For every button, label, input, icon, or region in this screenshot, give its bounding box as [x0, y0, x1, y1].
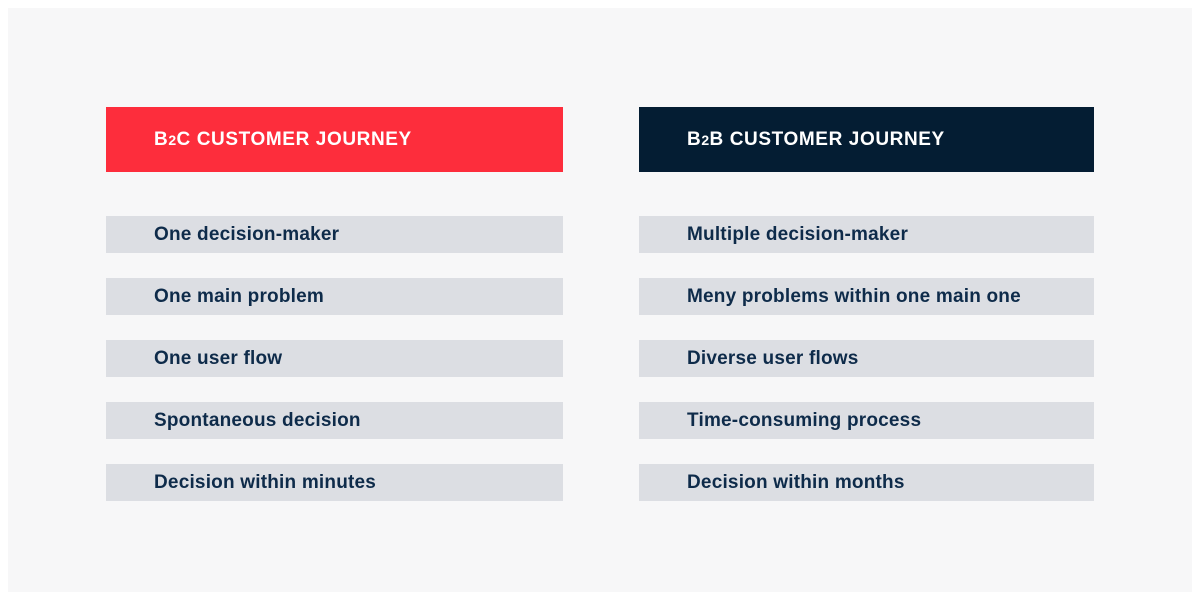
- b2c-title-small-2: 2: [168, 131, 177, 148]
- b2b-row-2: Meny problems within one main one: [639, 278, 1094, 315]
- b2c-row-4: Spontaneous decision: [106, 402, 563, 439]
- b2b-row-5: Decision within months: [639, 464, 1094, 501]
- b2b-rows: Multiple decision-maker Meny problems wi…: [639, 216, 1094, 501]
- b2c-column: B2C CUSTOMER JOURNEY One decision-maker …: [106, 107, 563, 501]
- b2b-title: B2B CUSTOMER JOURNEY: [687, 128, 945, 150]
- b2b-header: B2B CUSTOMER JOURNEY: [639, 107, 1094, 172]
- b2c-title: B2C CUSTOMER JOURNEY: [154, 128, 412, 150]
- b2c-rows: One decision-maker One main problem One …: [106, 216, 563, 501]
- b2b-row-3: Diverse user flows: [639, 340, 1094, 377]
- b2b-row-1: Multiple decision-maker: [639, 216, 1094, 253]
- b2c-row-5: Decision within minutes: [106, 464, 563, 501]
- b2b-title-small-2: 2: [701, 131, 710, 148]
- b2c-row-3: One user flow: [106, 340, 563, 377]
- b2b-column: B2B CUSTOMER JOURNEY Multiple decision-m…: [639, 107, 1094, 501]
- b2c-header: B2C CUSTOMER JOURNEY: [106, 107, 563, 172]
- b2b-row-4: Time-consuming process: [639, 402, 1094, 439]
- b2c-row-1: One decision-maker: [106, 216, 563, 253]
- b2c-row-2: One main problem: [106, 278, 563, 315]
